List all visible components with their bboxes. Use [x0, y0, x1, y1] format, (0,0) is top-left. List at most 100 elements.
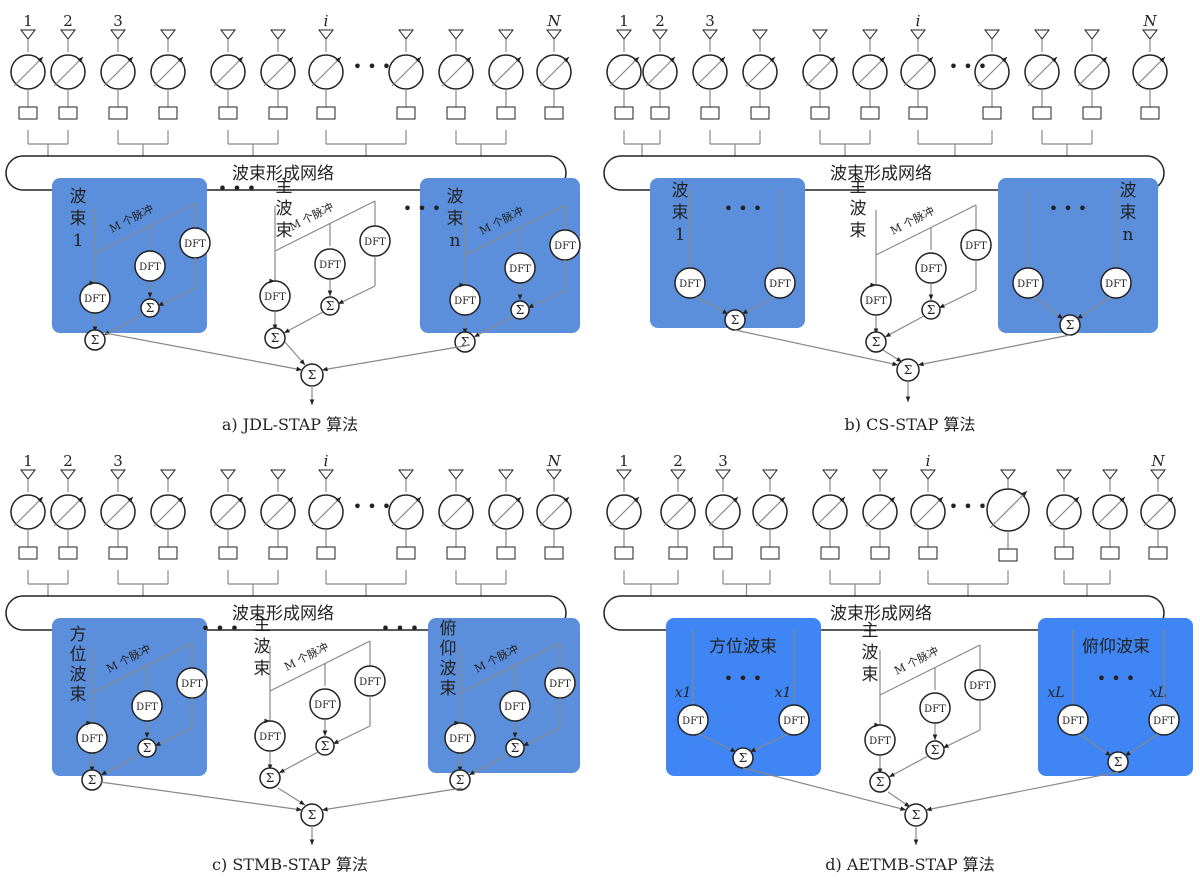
antenna-icon [269, 469, 287, 480]
arrow-line [539, 56, 570, 87]
delay-element [1148, 546, 1168, 560]
arrow-head [415, 57, 421, 63]
pulse-label: M 个脉冲 [892, 643, 941, 677]
arrow-head [1057, 313, 1063, 319]
antenna-icon [919, 469, 937, 480]
arrow-line [104, 332, 303, 371]
arrow-head [943, 743, 949, 748]
antenna-icon [109, 29, 127, 40]
dft-node [309, 688, 341, 720]
azimuth-beam-label: 方位波束 [709, 637, 777, 657]
arrow-head [829, 57, 835, 63]
antenna-index-nN: N [1142, 12, 1157, 30]
sum-label: Σ [1066, 318, 1074, 332]
arrow-head [904, 801, 910, 807]
arrow-line [311, 56, 342, 87]
wire [875, 204, 977, 256]
wire [91, 642, 193, 694]
dft-label: DFT [81, 734, 103, 745]
delay-element [614, 106, 634, 120]
sum-label: Σ [927, 303, 935, 317]
sum-node [865, 331, 887, 353]
wire [269, 640, 371, 692]
arrow-head [335, 57, 341, 63]
arrow-head [322, 730, 328, 736]
arrow-head [37, 497, 43, 503]
arrow-line [337, 285, 376, 305]
arrow-head [633, 57, 639, 63]
antenna-icon [59, 29, 77, 40]
dft-label: DFT [184, 239, 206, 250]
arrow-line [13, 496, 44, 527]
arrow-line [473, 315, 514, 338]
arrow-head [528, 303, 534, 308]
dft-label: DFT [364, 237, 386, 248]
ellipsis: • • • [353, 497, 391, 516]
antenna-icon [447, 469, 465, 480]
dft-label: DFT [865, 296, 887, 307]
x-right-label: x1 [775, 685, 792, 701]
arrow-head [144, 732, 150, 738]
antenna-icon [651, 29, 669, 40]
delay-element [316, 546, 336, 560]
sum-label: Σ [143, 741, 151, 755]
antenna-index-n2: 2 [673, 452, 683, 470]
dft-label: DFT [1062, 716, 1084, 727]
sum-label: Σ [88, 773, 96, 787]
antenna-index-n1: 1 [619, 12, 629, 30]
arrow-head [563, 57, 569, 63]
arrow-head [101, 770, 107, 775]
antenna-icon [714, 469, 732, 480]
antenna-icon [159, 469, 177, 480]
arrow-line [263, 496, 294, 527]
sum-label: Σ [461, 335, 469, 349]
arrow-head [889, 497, 895, 503]
arrow-head [1105, 750, 1111, 756]
arrow-head [1073, 497, 1079, 503]
arrow-head [89, 766, 95, 772]
antenna-icon [497, 29, 515, 40]
arrow-line [103, 313, 144, 336]
antenna-index-ni: i [324, 12, 329, 30]
arrow-head [769, 57, 775, 63]
arrow-head [322, 806, 328, 812]
arrow-line [695, 56, 726, 87]
sum-node [510, 300, 530, 320]
arrow-line [53, 496, 84, 527]
antenna-icon [447, 29, 465, 40]
delay-element [1100, 546, 1120, 560]
arrow-head [1159, 57, 1165, 63]
arrow-line [663, 496, 694, 527]
antenna-icon [1033, 29, 1051, 40]
arrow-head [474, 332, 480, 337]
arrow-line [708, 496, 739, 527]
arrow-head [158, 301, 164, 306]
arrow-line [213, 56, 244, 87]
beamforming-network-label: 波束形成网络 [232, 604, 334, 624]
sum-node [869, 771, 891, 793]
arrow-line [977, 56, 1008, 87]
arrow-line [99, 781, 303, 811]
elevation-beam-label: 俯仰波束 [1082, 637, 1150, 657]
antenna-index-nN: N [1150, 452, 1165, 470]
arrow-head [237, 497, 243, 503]
sum-label: Σ [271, 331, 279, 345]
delay-element [446, 106, 466, 120]
arrow-line [1124, 733, 1159, 757]
arrow-head [127, 497, 133, 503]
delay-element [760, 546, 780, 560]
dft-label: DFT [965, 241, 987, 252]
antenna-index-n3: 3 [113, 12, 123, 30]
arrow-head [415, 497, 421, 503]
arrow-head [267, 764, 273, 770]
beamforming-network-label: 波束形成网络 [830, 164, 932, 184]
antenna-icon [861, 29, 879, 40]
arrow-line [609, 56, 640, 87]
dft-node [677, 704, 709, 736]
antenna-icon [497, 469, 515, 480]
delay-element [820, 546, 840, 560]
arrow-line [491, 56, 522, 87]
delay-element [268, 546, 288, 560]
arrow-head [264, 718, 270, 724]
